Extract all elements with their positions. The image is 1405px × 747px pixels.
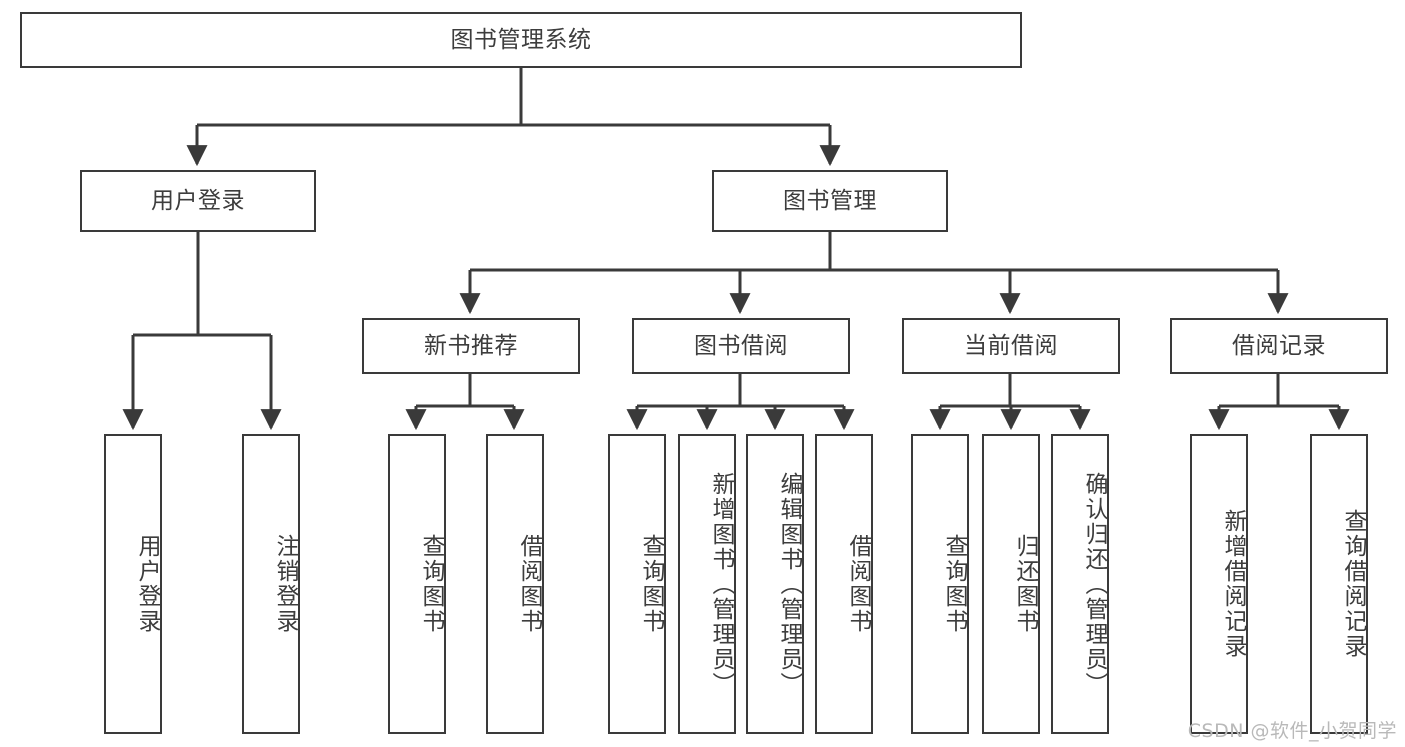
node-leaf-edit-book[interactable]: 编辑图书（管理员） bbox=[746, 434, 804, 734]
node-leaf-query-book-recommend[interactable]: 查询图书 bbox=[388, 434, 446, 734]
node-leaf-return-book-label: 归还图书 bbox=[1012, 534, 1038, 634]
node-leaf-borrow-book-recommend[interactable]: 借阅图书 bbox=[486, 434, 544, 734]
node-leaf-add-borrow-record-label: 新增借阅记录 bbox=[1220, 509, 1246, 659]
node-leaf-query-book-borrow-label: 查询图书 bbox=[638, 534, 664, 634]
node-leaf-borrow-book[interactable]: 借阅图书 bbox=[815, 434, 873, 734]
node-borrow-record-label: 借阅记录 bbox=[1232, 332, 1326, 359]
node-book-borrow[interactable]: 图书借阅 bbox=[632, 318, 850, 374]
node-leaf-query-book-current[interactable]: 查询图书 bbox=[911, 434, 969, 734]
node-user-login[interactable]: 用户登录 bbox=[80, 170, 316, 232]
node-leaf-user-login[interactable]: 用户登录 bbox=[104, 434, 162, 734]
node-new-book-recommend-label: 新书推荐 bbox=[424, 332, 518, 359]
node-book-management[interactable]: 图书管理 bbox=[712, 170, 948, 232]
node-leaf-query-borrow-record[interactable]: 查询借阅记录 bbox=[1310, 434, 1368, 734]
node-leaf-query-borrow-record-label: 查询借阅记录 bbox=[1340, 509, 1366, 659]
node-borrow-record[interactable]: 借阅记录 bbox=[1170, 318, 1388, 374]
node-leaf-edit-book-label: 编辑图书（管理员） bbox=[776, 471, 802, 697]
node-leaf-query-book-recommend-label: 查询图书 bbox=[418, 534, 444, 634]
node-user-login-label: 用户登录 bbox=[151, 187, 245, 214]
node-leaf-add-book-label: 新增图书（管理员） bbox=[708, 471, 734, 697]
watermark-text: CSDN @软件_小贺同学 bbox=[1187, 720, 1397, 742]
node-leaf-add-borrow-record[interactable]: 新增借阅记录 bbox=[1190, 434, 1248, 734]
node-book-borrow-label: 图书借阅 bbox=[694, 332, 788, 359]
node-leaf-borrow-book-recommend-label: 借阅图书 bbox=[516, 534, 542, 634]
node-leaf-confirm-return[interactable]: 确认归还（管理员） bbox=[1051, 434, 1109, 734]
node-leaf-user-logout-label: 注销登录 bbox=[272, 534, 298, 634]
node-new-book-recommend[interactable]: 新书推荐 bbox=[362, 318, 580, 374]
node-leaf-borrow-book-label: 借阅图书 bbox=[845, 534, 871, 634]
node-book-management-label: 图书管理 bbox=[783, 187, 877, 214]
node-leaf-query-book-current-label: 查询图书 bbox=[941, 534, 967, 634]
node-root[interactable]: 图书管理系统 bbox=[20, 12, 1022, 68]
node-current-borrow-label: 当前借阅 bbox=[964, 332, 1058, 359]
node-leaf-user-login-label: 用户登录 bbox=[134, 534, 160, 634]
node-root-label: 图书管理系统 bbox=[450, 26, 592, 53]
node-leaf-add-book[interactable]: 新增图书（管理员） bbox=[678, 434, 736, 734]
node-leaf-user-logout[interactable]: 注销登录 bbox=[242, 434, 300, 734]
node-current-borrow[interactable]: 当前借阅 bbox=[902, 318, 1120, 374]
node-leaf-query-book-borrow[interactable]: 查询图书 bbox=[608, 434, 666, 734]
node-leaf-confirm-return-label: 确认归还（管理员） bbox=[1081, 471, 1107, 697]
node-leaf-return-book[interactable]: 归还图书 bbox=[982, 434, 1040, 734]
